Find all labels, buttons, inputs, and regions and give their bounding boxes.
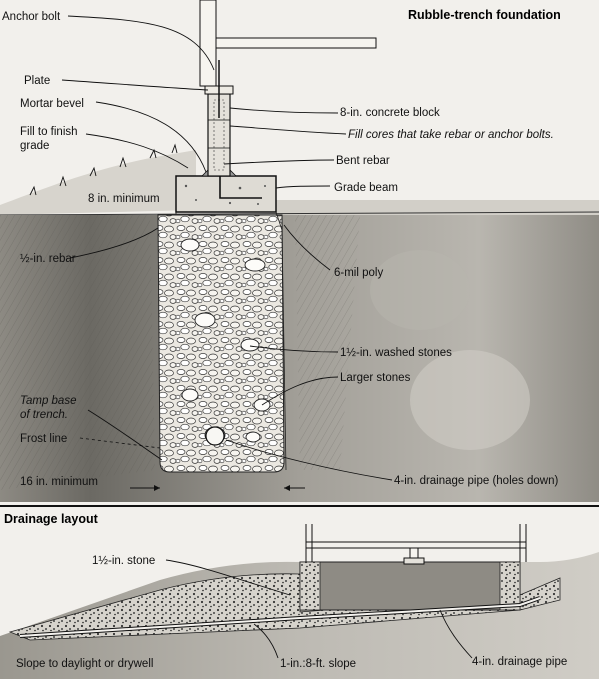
footing-left: [299, 561, 321, 611]
label-fill-line1: Fill to finish: [20, 126, 78, 138]
label-tamp-line1: Tamp base: [20, 395, 76, 407]
grass-tufts: [29, 143, 178, 196]
bottom-title: Drainage layout: [4, 512, 99, 526]
floor-joist: [215, 37, 377, 49]
label-eight-min: 8 in. minimum: [88, 193, 160, 205]
finish-grade-fill: [0, 150, 196, 215]
label-concrete-block: 8-in. concrete block: [340, 107, 440, 119]
soil-texture-right: [295, 215, 360, 470]
label-half-rebar: ½-in. rebar: [20, 253, 76, 265]
label-pipe: 4-in. drainage pipe: [472, 656, 567, 668]
top-title: Rubble-trench foundation: [408, 8, 561, 22]
frost-line-mark: [79, 437, 161, 449]
label-fill-line2: grade: [20, 140, 49, 152]
label-frost-line: Frost line: [20, 433, 67, 445]
label-drain-pipe: 4-in. drainage pipe (holes down): [394, 475, 558, 487]
label-tamp-line2: of trench.: [20, 409, 68, 421]
house-frame: [305, 524, 527, 565]
soil-texture-left: [0, 215, 155, 490]
grade-beam: [175, 175, 277, 213]
label-mortar-bevel: Mortar bevel: [20, 98, 84, 110]
bottom-leaders: [165, 559, 473, 659]
label-sixteen-min: 16 in. minimum: [20, 476, 98, 488]
label-slope-daylight: Slope to daylight or drywell: [16, 658, 153, 670]
top-leaders: [61, 15, 393, 481]
footing-right: [499, 561, 521, 611]
label-grade-beam: Grade beam: [334, 182, 398, 194]
label-slope-ratio: 1-in.:8-ft. slope: [280, 658, 356, 670]
label-stone: 1½-in. stone: [92, 555, 155, 567]
foundation-mass: [299, 561, 521, 611]
grade-beam-aggregate: [184, 184, 266, 205]
drainage-stone-layer: [8, 573, 561, 641]
label-bent-rebar: Bent rebar: [336, 155, 390, 167]
rubble-trench: [157, 214, 285, 473]
label-poly: 6-mil poly: [334, 267, 383, 279]
label-anchor-bolt: Anchor bolt: [2, 11, 61, 23]
label-larger-stones: Larger stones: [340, 372, 411, 384]
label-plate: Plate: [24, 75, 50, 87]
drainage-pipe-section: [205, 426, 225, 446]
label-fill-cores: Fill cores that take rebar or anchor bol…: [348, 129, 554, 141]
poly-membrane: [275, 211, 287, 471]
label-washed-stones: 1½-in. washed stones: [340, 347, 452, 359]
soil-highlight-2: [370, 250, 470, 330]
wall-stud: [199, 0, 217, 87]
soil-highlight: [410, 350, 530, 450]
grade-line: [0, 211, 599, 216]
